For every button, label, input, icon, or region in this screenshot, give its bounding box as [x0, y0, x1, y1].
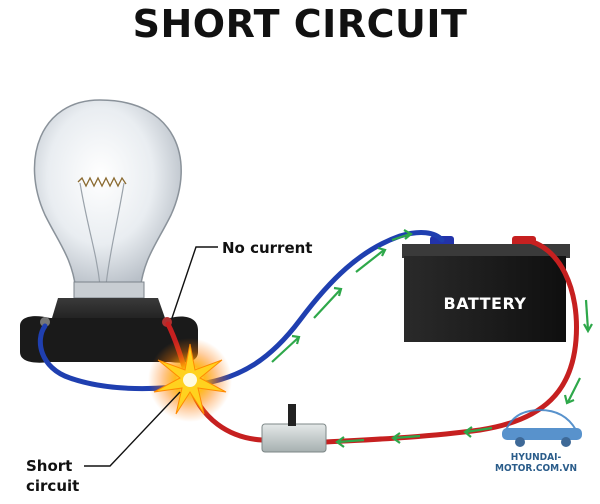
watermark-site: HYUNDAI-MOTOR.COM.VN [494, 452, 578, 474]
page-title: SHORT CIRCUIT [132, 2, 468, 46]
no-current-leader [171, 246, 218, 319]
short-circuit-leader [84, 391, 181, 467]
battery-label: BATTERY [443, 294, 527, 313]
bulb-filament [77, 176, 127, 188]
switch [261, 404, 327, 453]
circuit-label: circuit [26, 477, 80, 495]
no-current-label: No current [222, 239, 313, 257]
negative-wire [37, 230, 445, 392]
light-bulb [20, 99, 198, 363]
positive-wire [323, 237, 580, 445]
brand-logo-icon [502, 408, 582, 447]
battery [402, 236, 570, 342]
short-label: Short [26, 457, 73, 475]
current-arrows [271, 229, 593, 448]
short-circuit-spark [148, 338, 232, 422]
